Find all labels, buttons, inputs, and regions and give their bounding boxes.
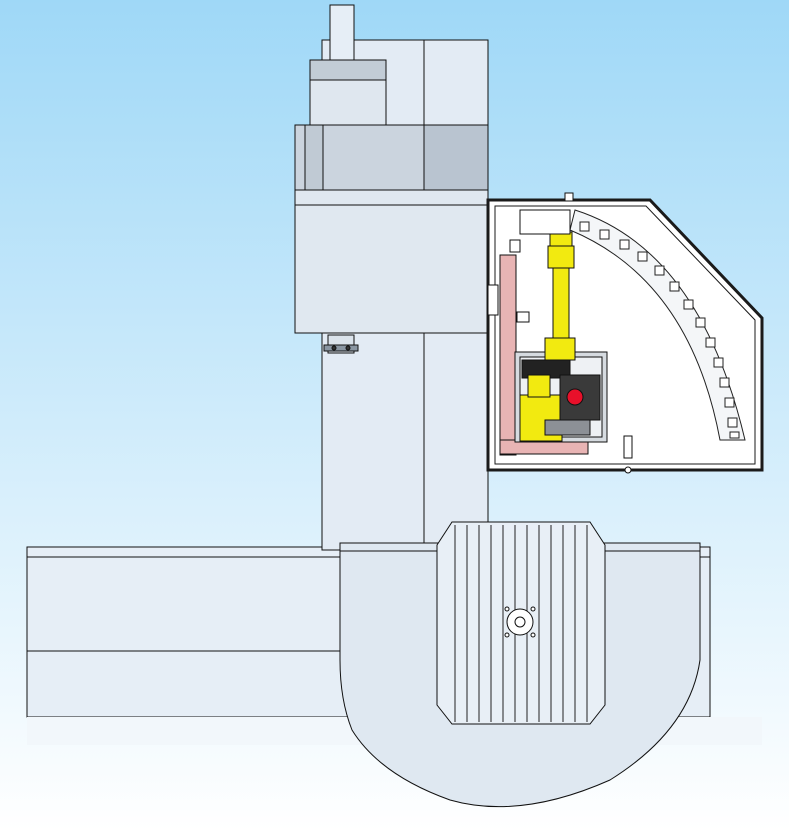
rotary-table (339, 521, 701, 808)
center-bore-icon (504, 606, 536, 638)
pallet (436, 521, 606, 725)
tool-magazine (569, 209, 746, 441)
spindle-nose-icon (323, 334, 359, 354)
t-slots (454, 525, 588, 722)
robot-arm (519, 231, 601, 442)
spindle-head (294, 4, 489, 354)
robot-cell (486, 192, 764, 474)
cell-fixtures (487, 192, 633, 474)
tool-pockets (579, 221, 740, 439)
robot-rail (499, 254, 589, 456)
